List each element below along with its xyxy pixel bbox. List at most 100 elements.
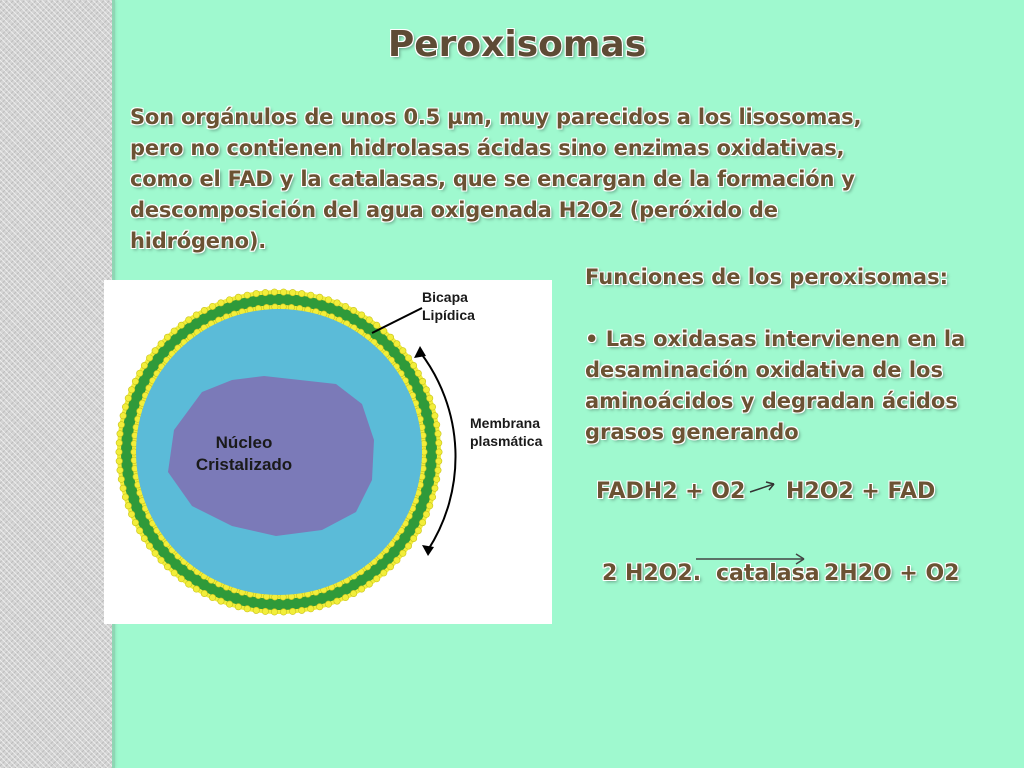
equation2-enzyme: catalasa: [716, 561, 820, 586]
lipid-head: [280, 608, 288, 616]
lipid-head: [140, 535, 148, 543]
lipid-head: [419, 519, 427, 527]
lipid-head: [243, 605, 251, 613]
lipid-head: [431, 484, 439, 492]
membrane-label-line1: Membrana: [470, 415, 540, 431]
slide-title: Peroxisomas: [387, 24, 647, 65]
lipid-head: [365, 580, 373, 588]
bilayer-label-line1: Bicapa: [422, 289, 468, 305]
lipid-head: [157, 340, 165, 348]
lipid-head: [431, 412, 439, 420]
membrane-arc-arrowhead-top: [414, 346, 426, 358]
lipid-head: [358, 311, 366, 319]
lipid-head: [243, 291, 251, 299]
lipid-head: [270, 608, 278, 616]
lipid-head: [119, 412, 127, 420]
lipid-head: [350, 590, 358, 598]
equation1-arrow-icon: [749, 481, 775, 493]
lipid-head: [116, 430, 124, 438]
lipid-head: [387, 563, 395, 571]
peroxisome-diagram: Núcleo Cristalizado Bicapa Lipídica Memb…: [104, 280, 552, 624]
intro-paragraph: Son orgánulos de unos 0.5 µm, muy pareci…: [130, 105, 862, 253]
lipid-head: [422, 510, 430, 518]
lipid-head: [117, 475, 125, 483]
lipid-head: [307, 605, 315, 613]
functions-bullet: • Las oxidasas intervienen en la desamin…: [585, 327, 966, 444]
lipid-head: [333, 299, 341, 307]
lipid-head: [115, 448, 123, 456]
equation2-products: 2H2O + O2: [824, 561, 960, 586]
lipid-head: [140, 362, 148, 370]
lipid-head: [146, 542, 154, 550]
lipid-head: [373, 575, 381, 583]
lipid-head: [298, 606, 306, 614]
lipid-head: [316, 603, 324, 611]
equation2-arrow-icon: [696, 553, 805, 565]
lipid-head: [270, 288, 278, 296]
lipid-head: [404, 354, 412, 362]
decorative-left-strip: [0, 0, 112, 768]
lipid-head: [422, 386, 430, 394]
nucleus-label-line1: Núcleo: [216, 433, 273, 452]
lipid-head: [393, 340, 401, 348]
lipid-head: [151, 549, 159, 557]
lipid-head: [128, 386, 136, 394]
lipid-head: [387, 333, 395, 341]
lipid-head: [234, 603, 242, 611]
membrane-label-line2: plasmática: [470, 433, 543, 449]
membrane-arc-arrowhead-bottom: [422, 545, 434, 556]
equation1-reactants: FADH2 + O2: [596, 479, 746, 504]
lipid-head: [252, 606, 260, 614]
lipid-head: [261, 607, 269, 615]
lipid-head: [404, 542, 412, 550]
lipid-head: [217, 299, 225, 307]
lipid-head: [226, 600, 234, 608]
lipid-head: [151, 347, 159, 355]
lipid-head: [116, 466, 124, 474]
lipid-head: [435, 439, 443, 447]
lipid-head: [136, 369, 144, 377]
crystal-nucleus: [168, 376, 374, 536]
lipid-head: [200, 590, 208, 598]
bilayer-label-line2: Lipídica: [422, 307, 475, 323]
lipid-head: [124, 394, 132, 402]
lipid-head: [434, 466, 442, 474]
lipid-head: [170, 327, 178, 335]
lipid-head: [289, 607, 297, 615]
lipid-head: [119, 484, 127, 492]
lipid-head: [358, 585, 366, 593]
lipid-head: [163, 333, 171, 341]
lipid-head: [121, 493, 129, 501]
lipid-head: [131, 519, 139, 527]
lipid-head: [226, 296, 234, 304]
lipid-head: [177, 321, 185, 329]
lipid-head: [350, 306, 358, 314]
lipid-head: [131, 377, 139, 385]
lipid-head: [324, 296, 332, 304]
membrane-arc: [419, 351, 457, 551]
lipid-head: [307, 291, 315, 299]
lipid-head: [234, 293, 242, 301]
lipid-head: [435, 448, 443, 456]
lipid-head: [146, 354, 154, 362]
lipid-head: [399, 347, 407, 355]
lipid-head: [192, 585, 200, 593]
bilayer-pointer-line: [371, 307, 423, 334]
lipid-head: [115, 439, 123, 447]
lipid-head: [261, 289, 269, 297]
lipid-head: [200, 306, 208, 314]
lipid-head: [410, 535, 418, 543]
lipid-head: [316, 293, 324, 301]
lipid-head: [426, 394, 434, 402]
lipid-head: [252, 290, 260, 298]
diagram-svg: Núcleo Cristalizado Bicapa Lipídica Memb…: [115, 288, 543, 616]
functions-heading: Funciones de los peroxisomas:: [585, 265, 948, 289]
lipid-head: [128, 510, 136, 518]
lipid-head: [380, 569, 388, 577]
lipid-head: [433, 475, 441, 483]
lipid-head: [157, 556, 165, 564]
lipid-head: [365, 316, 373, 324]
lipid-head: [341, 594, 349, 602]
lipid-head: [124, 502, 132, 510]
lipid-head: [399, 549, 407, 557]
